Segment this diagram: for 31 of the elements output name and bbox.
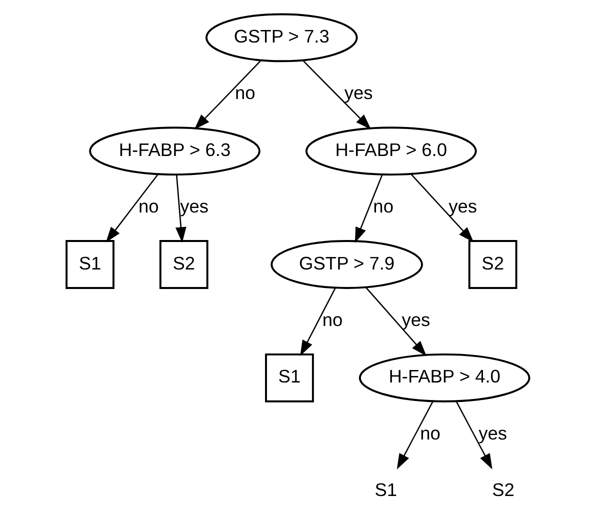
node-text: S2	[492, 478, 514, 500]
node-box: S2	[468, 240, 518, 288]
node-ellipse: H-FABP > 6.0	[305, 126, 477, 176]
node-text: S1	[374, 478, 398, 500]
node-box: S2	[159, 240, 208, 288]
edge-label: yes	[402, 308, 430, 330]
node-box: S1	[66, 240, 114, 288]
edge-label: no	[322, 308, 343, 330]
arrow	[456, 400, 492, 469]
edge-label: no	[234, 82, 256, 103]
edge-label: no	[373, 195, 394, 216]
arrow	[175, 174, 186, 242]
arrow	[106, 173, 159, 242]
edge-label: yes	[344, 82, 373, 103]
node-box: S1	[265, 352, 314, 402]
arrow	[410, 173, 474, 242]
node-ellipse: H-FABP > 6.3	[89, 126, 260, 176]
arrow	[396, 400, 434, 469]
arrow	[302, 59, 372, 129]
arrow	[354, 174, 383, 243]
arrow	[366, 286, 427, 356]
node-ellipse: GSTP > 7.3	[205, 12, 358, 62]
arrow	[194, 59, 262, 130]
edge-label: no	[138, 195, 159, 216]
edge-label: no	[420, 422, 440, 443]
node-ellipse: GSTP > 7.9	[270, 240, 423, 288]
edge-label: yes	[180, 195, 209, 216]
node-ellipse: H-FABP > 4.0	[358, 352, 530, 402]
arrow	[300, 287, 336, 356]
edge-label: yes	[448, 195, 478, 216]
edge-label: yes	[478, 422, 508, 443]
